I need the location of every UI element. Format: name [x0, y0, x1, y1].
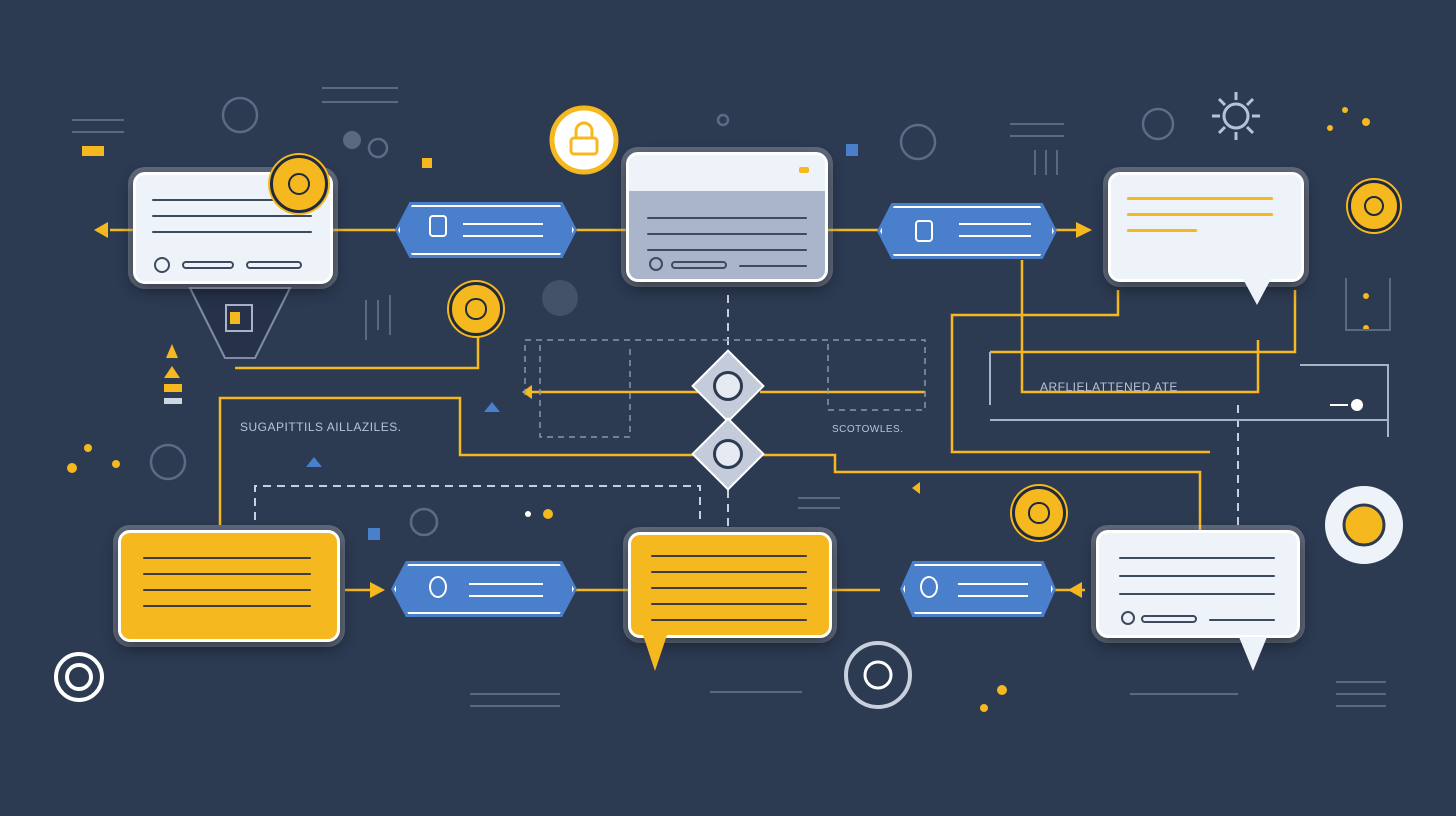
- bottle-icon: [915, 220, 933, 242]
- process-step-bottom-2[interactable]: [900, 561, 1056, 617]
- process-step-top-1[interactable]: [395, 202, 577, 258]
- message-card-bottom-left[interactable]: [118, 530, 340, 642]
- hub-node-icon-lower: [713, 439, 743, 469]
- tag-icon: [429, 215, 447, 237]
- chat-bubble-top-right[interactable]: [1108, 172, 1304, 305]
- status-coin-icon-right: [1348, 180, 1400, 232]
- process-step-top-2[interactable]: [877, 203, 1057, 259]
- hub-node-icon: [713, 371, 743, 401]
- center-annotation: SCOTOWLES.: [832, 424, 904, 435]
- message-card-top-center[interactable]: [626, 152, 828, 282]
- timer-icon: [920, 576, 938, 598]
- status-coin-icon-mid: [449, 282, 503, 336]
- person-icon: [429, 576, 447, 598]
- chat-bubble-bottom-right[interactable]: [1096, 530, 1300, 671]
- status-coin-icon-bottom: [1012, 486, 1066, 540]
- status-coin-icon: [270, 155, 328, 213]
- chat-bubble-bottom-center[interactable]: [628, 532, 832, 671]
- right-annotation: ARFLIELATTENED ATE: [1040, 380, 1178, 394]
- process-step-bottom-1[interactable]: [391, 561, 577, 617]
- left-annotation: SUGAPITTILS AILLAZILES.: [240, 420, 402, 434]
